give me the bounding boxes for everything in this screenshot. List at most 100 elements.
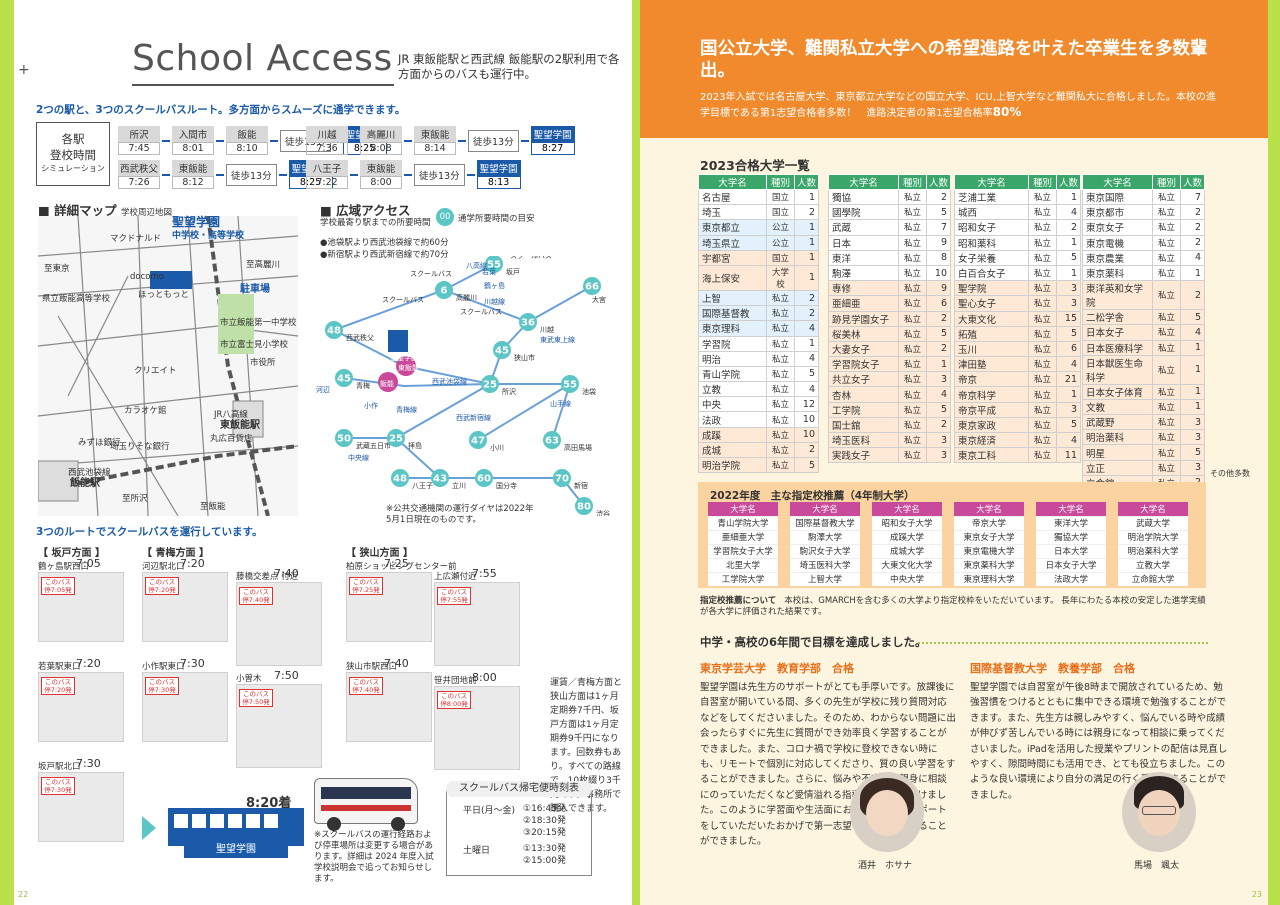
map-label: カラオケ館 <box>124 406 167 416</box>
univ-count: 2 <box>926 188 951 206</box>
map-label: 東飯能駅 <box>220 420 260 431</box>
map-annotation: 西武新宿線 <box>456 413 491 422</box>
station-name: 入間市 <box>172 126 214 142</box>
map-annotation: スクールバス <box>510 256 552 260</box>
univ-count: 3 <box>926 371 951 388</box>
station-time: 45 <box>337 374 351 385</box>
station-time-circle <box>469 431 487 449</box>
station-time: 60 <box>477 474 491 485</box>
map-annotation: 青梅線 <box>396 405 417 414</box>
column-header: 大学名 <box>698 174 767 190</box>
shitei-row: 大東文化大学 <box>872 557 942 572</box>
route-map-thumb: このバス停7:30発 <box>142 672 228 742</box>
station-name: 東飯能 <box>172 160 214 176</box>
station-time-circle <box>561 375 579 393</box>
univ-name: 日本女子 <box>1082 324 1153 341</box>
map-label: 至高麗川 <box>246 260 281 270</box>
station-time-circle <box>335 429 353 447</box>
univ-name: 埼玉 <box>698 204 767 221</box>
shitei-univ: 日本大学 <box>1036 543 1106 558</box>
station-time-circle <box>493 341 511 359</box>
univ-name: 名古屋 <box>698 188 767 206</box>
bus-stop-name: 狭山市駅西口 <box>346 662 398 672</box>
univ-type: 私立 <box>898 295 927 312</box>
station-time: 7:36 <box>306 142 348 155</box>
map-annotation: 八高線 <box>466 261 487 270</box>
station-time-circle <box>481 375 499 393</box>
univ-type: 私立 <box>898 280 927 297</box>
route-map-thumb: このバス停7:20発 <box>142 572 228 642</box>
column-header: 人数 <box>926 174 951 190</box>
bus-stop-time: 7:40 <box>384 657 409 670</box>
station-time: 48 <box>393 474 407 485</box>
shitei-row: 駒澤大学 <box>790 529 860 544</box>
bus-note: ※スクールバスの運行経路および停車場所は変更する場合があります。詳細は 2024… <box>314 830 434 884</box>
map-label: 埼玉りそな銀行 <box>110 442 170 452</box>
univ-name: 明星 <box>1082 444 1153 461</box>
rail-line <box>333 329 570 385</box>
station-marker <box>396 356 416 376</box>
shitei-univ: 成城大学 <box>872 543 942 558</box>
univ-count: 4 <box>1180 249 1205 266</box>
shitei-univ: 学習院女子大学 <box>708 543 778 558</box>
univ-type: 私立 <box>898 188 927 206</box>
univ-count: 21 <box>1056 371 1081 388</box>
wide-legend: 通学所要時間の目安 <box>458 214 535 224</box>
bus-stop-time: 7:20 <box>76 657 101 670</box>
univ-name: 東京理科 <box>698 320 767 337</box>
station-time-circle <box>519 313 537 331</box>
shitei-row: 日本大学 <box>1036 543 1106 558</box>
univ-type: 私立 <box>1152 339 1181 356</box>
station-time: 47 <box>471 436 485 447</box>
univ-count: 1 <box>1180 264 1205 282</box>
station-time-circle <box>583 277 601 295</box>
univ-type: 私立 <box>1028 264 1057 282</box>
univ-type: 私立 <box>1152 398 1181 416</box>
shitei-header-row: 大学名 <box>872 502 942 516</box>
station-name: 飯能 <box>226 126 268 142</box>
station-time-circle <box>543 431 561 449</box>
univ-type: 私立 <box>1028 188 1057 206</box>
page-subtitle: JR 東飯能駅と西武線 飯能駅の2駅利用で各方面からのバスも運行中。 <box>398 52 620 81</box>
univ-name: 成城 <box>698 441 767 459</box>
column-header: 人数 <box>794 174 819 190</box>
map-label: 西武池袋線 <box>68 468 111 478</box>
arrow-icon <box>520 139 529 142</box>
univ-type: 私立 <box>766 289 795 307</box>
univ-type: 私立 <box>766 456 795 474</box>
station-label: 立川 <box>452 481 466 490</box>
univ-count: 1 <box>794 335 819 352</box>
shitei-univ: 東京女子大学 <box>954 529 1024 544</box>
univ-name: 東京国際 <box>1082 188 1153 206</box>
route-heading: 2つの駅と、3つのスクールバスルート。多方面からスムーズに通学できます。 <box>36 104 406 116</box>
column-header: 種別 <box>766 174 795 190</box>
univ-count: 10 <box>794 426 819 443</box>
univ-type: 私立 <box>898 234 927 251</box>
univ-type: 大学校 <box>766 264 795 291</box>
univ-count: 5 <box>1180 309 1205 326</box>
univ-count: 2 <box>1180 204 1205 221</box>
univ-type: 私立 <box>1152 354 1181 385</box>
univ-count: 12 <box>794 396 819 413</box>
map-annotation: 飯能 <box>380 379 394 388</box>
shitei-row: 昭和女子大学 <box>872 515 942 530</box>
bus-stop-time: 7:50 <box>274 669 299 682</box>
bus-stop-name: 笹井団地前 <box>434 676 477 686</box>
school-building <box>168 808 304 846</box>
bus-stop-note: このバス停7:30発 <box>41 777 75 795</box>
univ-count: 10 <box>926 264 951 282</box>
univ-name: 学習院女子 <box>828 356 899 373</box>
